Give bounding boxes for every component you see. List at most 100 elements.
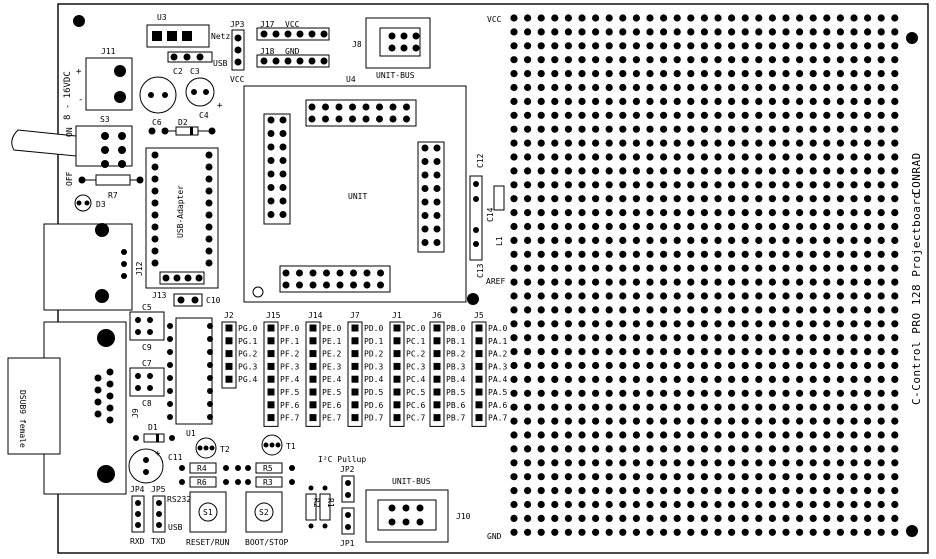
port-pin-label-pg-1: PG.1 xyxy=(238,337,257,346)
grid-top-label: VCC xyxy=(487,15,502,24)
ic-U1 xyxy=(175,317,213,425)
port-pin-label-pb-2: PB.2 xyxy=(446,350,465,359)
part-label-C4: C4 xyxy=(199,111,209,120)
port-pin-label-pb-3: PB.3 xyxy=(446,362,465,371)
header-pin xyxy=(309,337,317,345)
dsub-label: DSUB9 female xyxy=(18,390,27,448)
power-switch-S3 xyxy=(75,125,133,167)
header-pin xyxy=(475,324,483,332)
port-pin-label-pd-3: PD.3 xyxy=(364,362,383,371)
unit-bus-label-bottom: UNIT-BUS xyxy=(392,477,431,486)
header-pin xyxy=(309,375,317,383)
usb-adapter-label: USB-Adapter xyxy=(176,185,185,238)
header-J18 xyxy=(256,54,330,68)
unit-bus-label-top: UNIT-BUS xyxy=(376,71,415,80)
port-pin-label-pb-1: PB.1 xyxy=(446,337,465,346)
part-label-L1: L1 xyxy=(495,236,504,246)
header-pin xyxy=(225,362,233,370)
port-pin-label-pd-5: PD.5 xyxy=(364,388,383,397)
port-pin-label-pc-6: PC.6 xyxy=(406,401,425,410)
header-pin xyxy=(475,375,483,383)
header-pin xyxy=(309,388,317,396)
part-label-J1: J1 xyxy=(392,311,402,320)
pin-header-J7 xyxy=(347,321,363,427)
port-pin-label-pa-3: PA.3 xyxy=(488,362,507,371)
port-pin-label-pf-1: PF.1 xyxy=(280,337,299,346)
terminal-screw xyxy=(114,65,126,77)
part-label-J9: J9 xyxy=(131,408,140,418)
part-label-R7: R7 xyxy=(108,191,118,200)
header-pin xyxy=(475,388,483,396)
port-pin-label-pa-5: PA.5 xyxy=(488,388,507,397)
pin-header-J5 xyxy=(471,321,487,427)
part-label-J14: J14 xyxy=(308,311,323,320)
led-D3 xyxy=(74,194,92,212)
vcc-label-jp3: VCC xyxy=(230,75,245,84)
header-pin xyxy=(433,324,441,332)
part-label-U3: U3 xyxy=(157,13,167,22)
header-J17 xyxy=(256,27,330,41)
port-pin-label-pf-4: PF.4 xyxy=(280,375,299,384)
header-pin xyxy=(475,350,483,358)
part-label-J15: J15 xyxy=(266,311,281,320)
port-pin-label-pc-1: PC.1 xyxy=(406,337,425,346)
header-pin xyxy=(225,337,233,345)
pin-header-J1 xyxy=(389,321,405,427)
part-label-R3: R3 xyxy=(263,478,273,487)
plus-sign-c3: + xyxy=(217,101,223,111)
rxd-label: RXD xyxy=(130,537,145,546)
part-label-JP3: JP3 xyxy=(230,20,245,29)
header-pin xyxy=(393,350,401,358)
header-pin xyxy=(475,337,483,345)
header-pin xyxy=(267,324,275,332)
usb-label-jp5: USB xyxy=(168,523,183,532)
port-pin-label-pe-3: PE.3 xyxy=(322,362,341,371)
part-label-C13: C13 xyxy=(476,263,485,278)
part-label-U4: U4 xyxy=(346,75,356,84)
port-pin-label-pd-7: PD.7 xyxy=(364,414,383,423)
rs232-label: RS232 xyxy=(167,495,191,504)
plus-sign: + xyxy=(76,67,82,77)
usb-label: USB xyxy=(213,59,228,68)
pin-header-J6 xyxy=(429,321,445,427)
resistor-R7 xyxy=(95,174,131,186)
gnd-label-j18: GND xyxy=(285,47,300,56)
part-label-C10: C10 xyxy=(206,296,221,305)
inductor-L1 xyxy=(493,185,505,211)
header-pin xyxy=(393,324,401,332)
capacitor-C5 xyxy=(129,311,165,341)
part-label-J6: J6 xyxy=(432,311,442,320)
part-label-J13: J13 xyxy=(152,291,167,300)
part-label-C6: C6 xyxy=(152,118,162,127)
part-label-C5: C5 xyxy=(142,303,152,312)
port-pin-label-pb-4: PB.4 xyxy=(446,375,465,384)
switch-on-label: ON xyxy=(65,127,74,137)
mounting-hole xyxy=(73,15,85,27)
part-label-J5: J5 xyxy=(474,311,484,320)
part-label-J11: J11 xyxy=(101,47,116,56)
port-pin-label-pa-2: PA.2 xyxy=(488,350,507,359)
i2c-pullup-label: I²C Pullup xyxy=(318,455,366,464)
board-title: C-Control PRO 128 Projectboard xyxy=(910,191,923,405)
part-label-S3: S3 xyxy=(100,115,110,124)
header-pin xyxy=(267,414,275,422)
part-label-JP2: JP2 xyxy=(340,465,355,474)
header-pin xyxy=(433,337,441,345)
part-label-D2: D2 xyxy=(178,118,188,127)
port-pin-label-pf-2: PF.2 xyxy=(280,350,299,359)
header-pin xyxy=(351,350,359,358)
part-label-S1: S1 xyxy=(203,508,213,517)
terminal-block-J11 xyxy=(85,57,133,111)
part-label-C8: C8 xyxy=(142,399,152,408)
jumper-JP2[interactable] xyxy=(341,475,355,503)
jumper-JP1[interactable] xyxy=(341,507,355,535)
port-pin-label-pg-2: PG.2 xyxy=(238,350,257,359)
part-label-J8: J8 xyxy=(352,40,362,49)
header-pin xyxy=(393,362,401,370)
plus-sign-c11: + xyxy=(155,449,161,459)
part-label-R6: R6 xyxy=(197,478,207,487)
header-pin xyxy=(393,337,401,345)
resistor-R4 xyxy=(189,462,217,474)
regulator-U3 xyxy=(146,24,210,48)
header-pin xyxy=(225,350,233,358)
